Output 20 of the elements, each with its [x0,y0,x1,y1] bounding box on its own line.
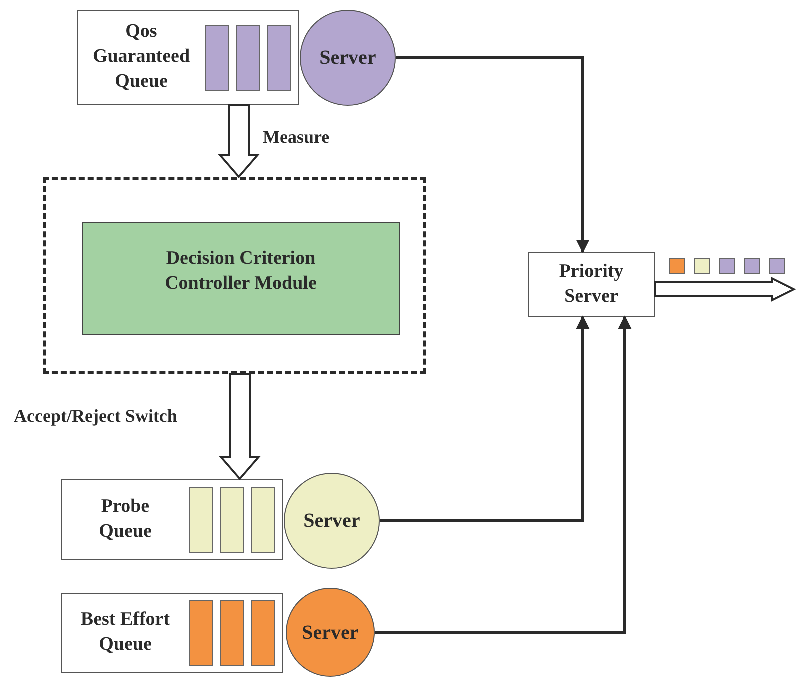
queue-box [61,479,283,560]
arrow [375,316,632,634]
node-label: Qos Guaranteed Queue [92,20,192,94]
hollow-arrow [654,276,796,302]
node-label: Priority Server [558,260,625,308]
node-label: Decision Criterion Controller Module [164,247,318,296]
hollow-arrow [218,373,262,481]
node-label: Server [304,509,360,534]
module-box [82,222,400,335]
controller-frame [43,177,426,374]
node-label: Best Effort Queue [80,608,172,657]
node-label: Server [320,46,376,71]
arrow [380,316,590,522]
queue-box [61,593,283,673]
node-label: Server [302,620,359,646]
arrow [396,56,590,254]
hollow-arrow [218,104,260,179]
server-box [528,252,655,317]
node-label: Probe Queue [98,494,153,544]
queue-box [77,10,299,105]
